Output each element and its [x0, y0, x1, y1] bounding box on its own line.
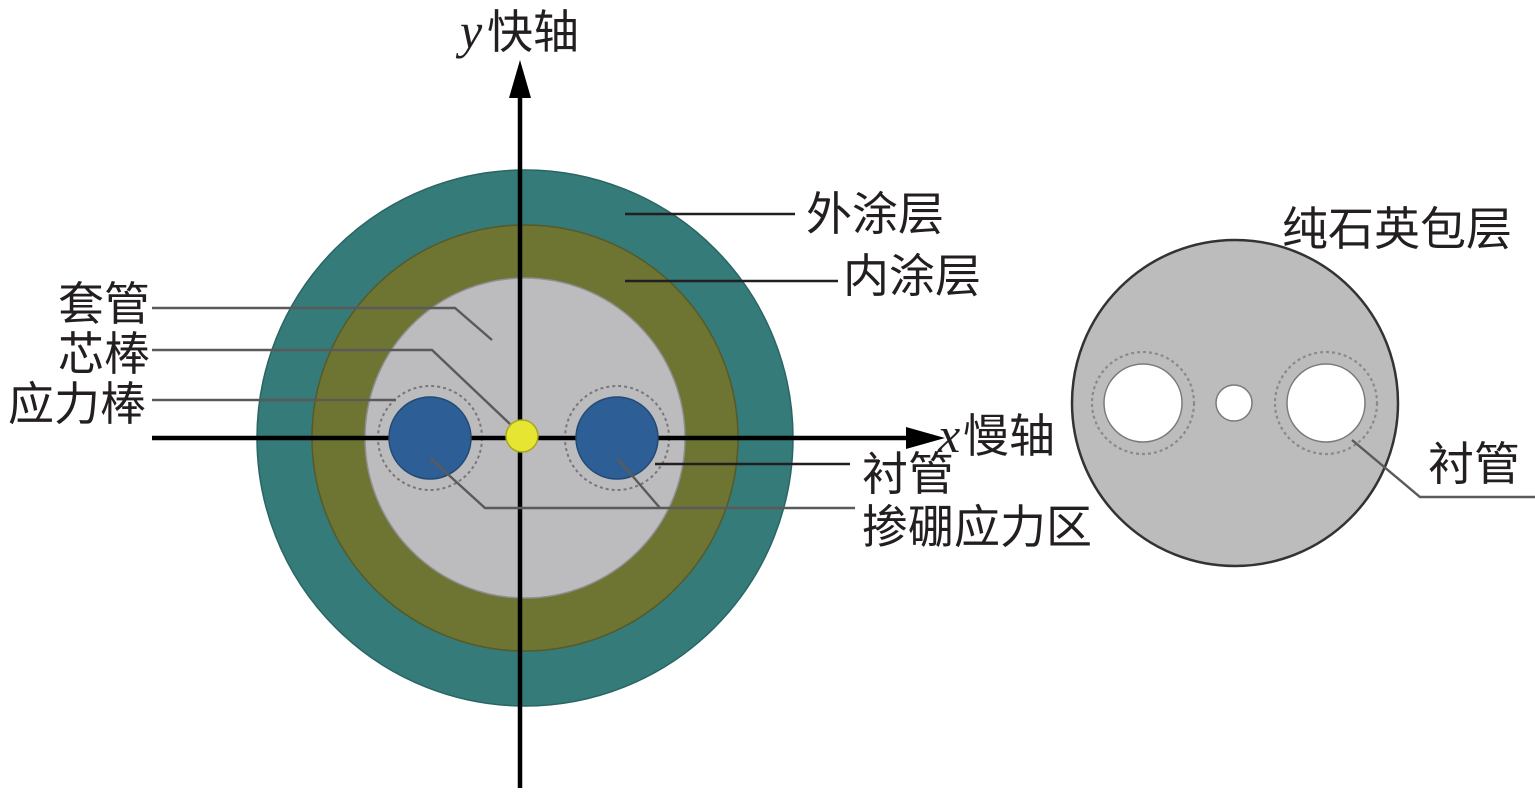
liner-ring-hole-left: [1090, 350, 1196, 456]
label-outer-coating: 外涂层: [806, 187, 944, 241]
stress-zone-left: [388, 396, 472, 480]
label-core-rod: 芯棒: [58, 327, 150, 381]
leader-jacket-tube: [152, 306, 493, 341]
leader-core-rod: [152, 348, 511, 425]
stress-rod-hole-left: [1103, 363, 1183, 443]
y-axis-label: 快轴: [487, 5, 579, 59]
liner-ring-hole-right: [1273, 350, 1379, 456]
label-inner-coating: 内涂层: [843, 249, 981, 303]
y-axis-arrowhead: [509, 60, 531, 98]
x-axis-variable: x: [937, 407, 960, 463]
stress-rod-hole-right: [1286, 363, 1366, 443]
leader-lines: [152, 212, 855, 510]
y-axis-variable: y: [455, 3, 483, 59]
labels-left: y 快轴 x 慢轴 外涂层 内涂层 套管 芯棒 应力棒 衬管 掺硼应力区: [8, 3, 1092, 554]
preform-cross-section: 纯石英包层 衬管: [1070, 202, 1535, 568]
label-liner-tube-right: 衬管: [1428, 437, 1520, 491]
leader-liner-tube-right: [1351, 439, 1535, 499]
fiber-cross-section: [152, 60, 945, 788]
leader-boron-zone: [429, 457, 855, 510]
label-boron-stress-zone: 掺硼应力区: [862, 500, 1092, 554]
label-jacket-tube: 套管: [58, 277, 150, 331]
core-rod: [505, 419, 539, 453]
label-liner-tube: 衬管: [862, 447, 954, 501]
x-axis-label: 慢轴: [963, 409, 1055, 463]
leader-boron-zone-right: [616, 457, 661, 509]
x-axis-arrowhead: [906, 427, 945, 449]
core-hole: [1215, 384, 1253, 422]
label-pure-silica-cladding: 纯石英包层: [1282, 202, 1512, 256]
label-stress-rod: 应力棒: [8, 377, 146, 431]
stress-zone-right: [575, 396, 659, 480]
